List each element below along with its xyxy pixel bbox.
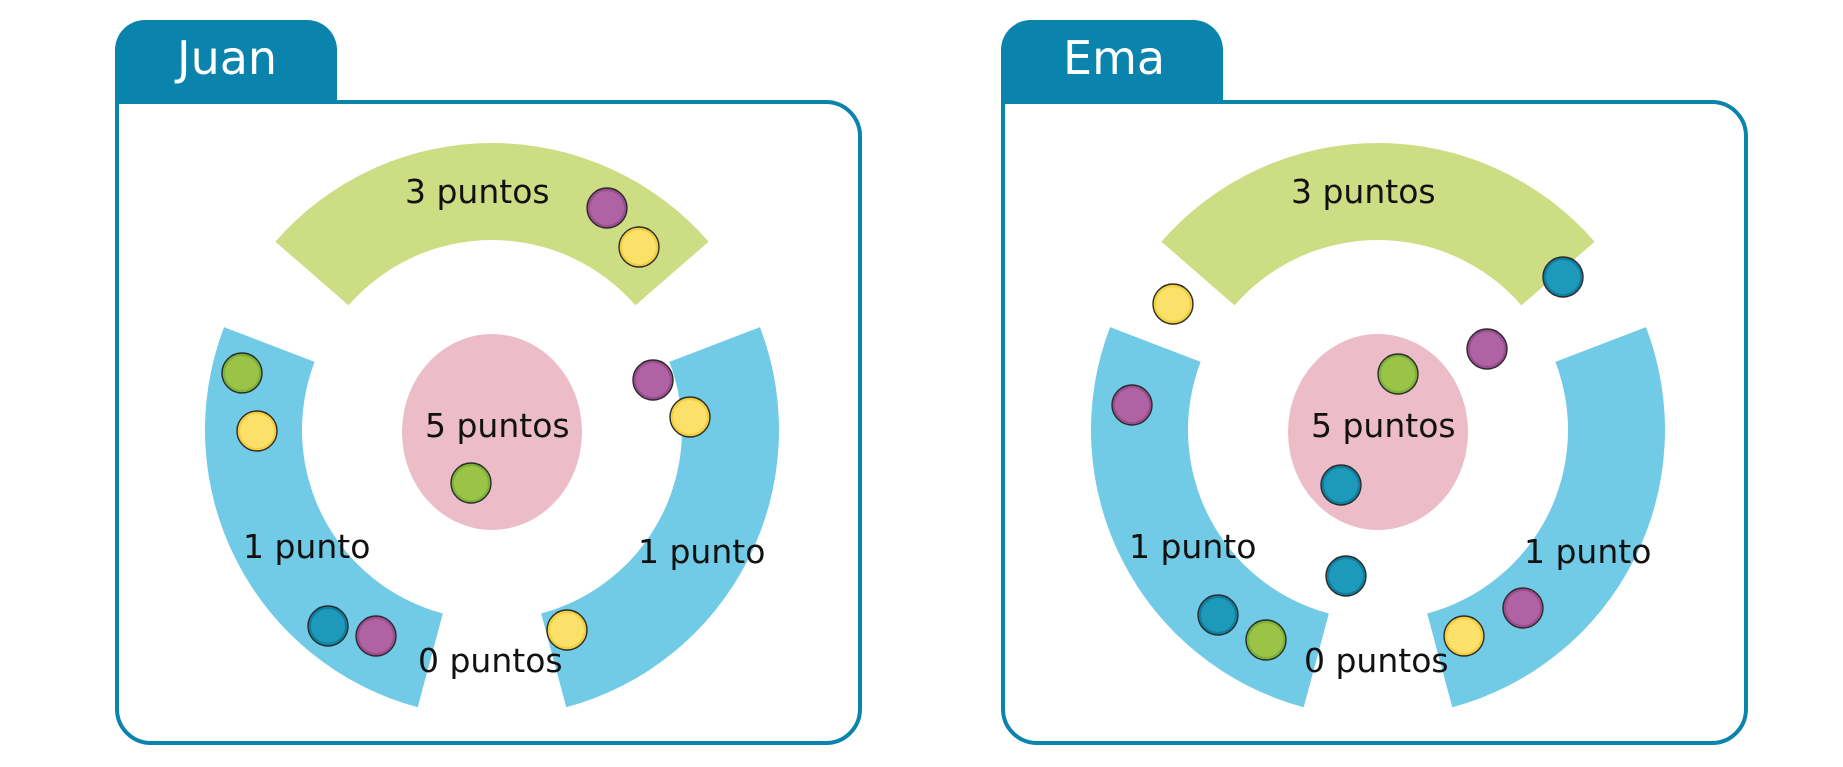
token-teal-face xyxy=(311,609,345,643)
panel-juan: Juan 3 puntos 5 puntos 1 punto 1 punto 0… xyxy=(115,0,875,767)
panel-tab: Ema xyxy=(1001,20,1223,102)
token-purple-face xyxy=(636,363,670,397)
label-3-puntos: 3 puntos xyxy=(1291,172,1436,211)
label-1-punto-left: 1 punto xyxy=(1129,527,1256,566)
zone-3-puntos xyxy=(1161,143,1595,306)
label-1-punto-left: 1 punto xyxy=(243,527,370,566)
player-name: Ema xyxy=(1063,31,1166,85)
token-yellow-face xyxy=(673,400,707,434)
target-diagram: 3 puntos 5 puntos 1 punto 1 punto 0 punt… xyxy=(205,143,779,708)
label-5-puntos: 5 puntos xyxy=(425,406,570,445)
zone-1-punto-left xyxy=(1091,327,1329,708)
token-green-face xyxy=(454,466,488,500)
tokens-group xyxy=(1111,256,1584,661)
label-3-puntos: 3 puntos xyxy=(405,172,550,211)
token-purple-face xyxy=(1115,388,1149,422)
label-0-puntos: 0 puntos xyxy=(418,641,563,680)
panel-frame xyxy=(115,100,862,745)
panel-tab: Juan xyxy=(115,20,337,102)
token-purple-face xyxy=(359,619,393,653)
token-yellow-face xyxy=(1447,619,1481,653)
tokens-group xyxy=(221,187,711,657)
token-yellow-face xyxy=(1156,287,1190,321)
target-diagram: 3 puntos 5 puntos 1 punto 1 punto 0 punt… xyxy=(1091,143,1665,708)
zone-1-punto-right xyxy=(541,327,779,708)
token-purple-face xyxy=(1470,332,1504,366)
zone-1-punto-right xyxy=(1427,327,1665,708)
token-yellow-face xyxy=(240,414,274,448)
label-0-puntos: 0 puntos xyxy=(1304,641,1449,680)
token-teal-face xyxy=(1546,260,1580,294)
token-green-face xyxy=(225,356,259,390)
token-green-face xyxy=(1249,623,1283,657)
token-yellow-face xyxy=(550,613,584,647)
token-purple-face xyxy=(590,191,624,225)
label-1-punto-right: 1 punto xyxy=(1524,532,1651,571)
token-yellow-face xyxy=(622,230,656,264)
token-teal-face xyxy=(1201,598,1235,632)
panel-frame xyxy=(1001,100,1748,745)
panel-ema: Ema 3 puntos 5 puntos 1 punto 1 punto 0 … xyxy=(1001,0,1761,767)
token-teal-face xyxy=(1329,559,1363,593)
label-1-punto-right: 1 punto xyxy=(638,532,765,571)
token-green-face xyxy=(1381,357,1415,391)
label-5-puntos: 5 puntos xyxy=(1311,406,1456,445)
player-name: Juan xyxy=(177,31,278,85)
zone-5-puntos xyxy=(402,334,582,530)
token-teal-face xyxy=(1324,468,1358,502)
token-purple-face xyxy=(1506,591,1540,625)
zone-3-puntos xyxy=(275,143,709,306)
